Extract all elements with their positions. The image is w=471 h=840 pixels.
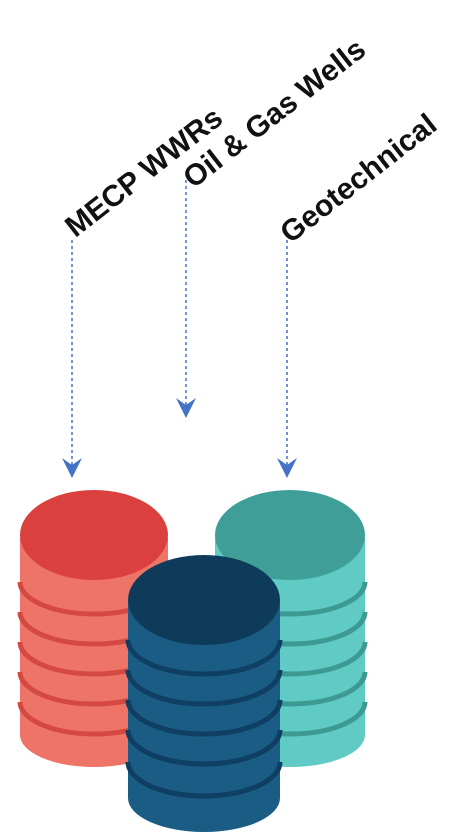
database-blue-cylinder xyxy=(125,555,283,832)
arrowhead-geotechnical xyxy=(277,458,297,478)
arrowhead-mecp-wwrs xyxy=(62,458,82,478)
arrowhead-oil-gas-wells xyxy=(176,398,196,418)
